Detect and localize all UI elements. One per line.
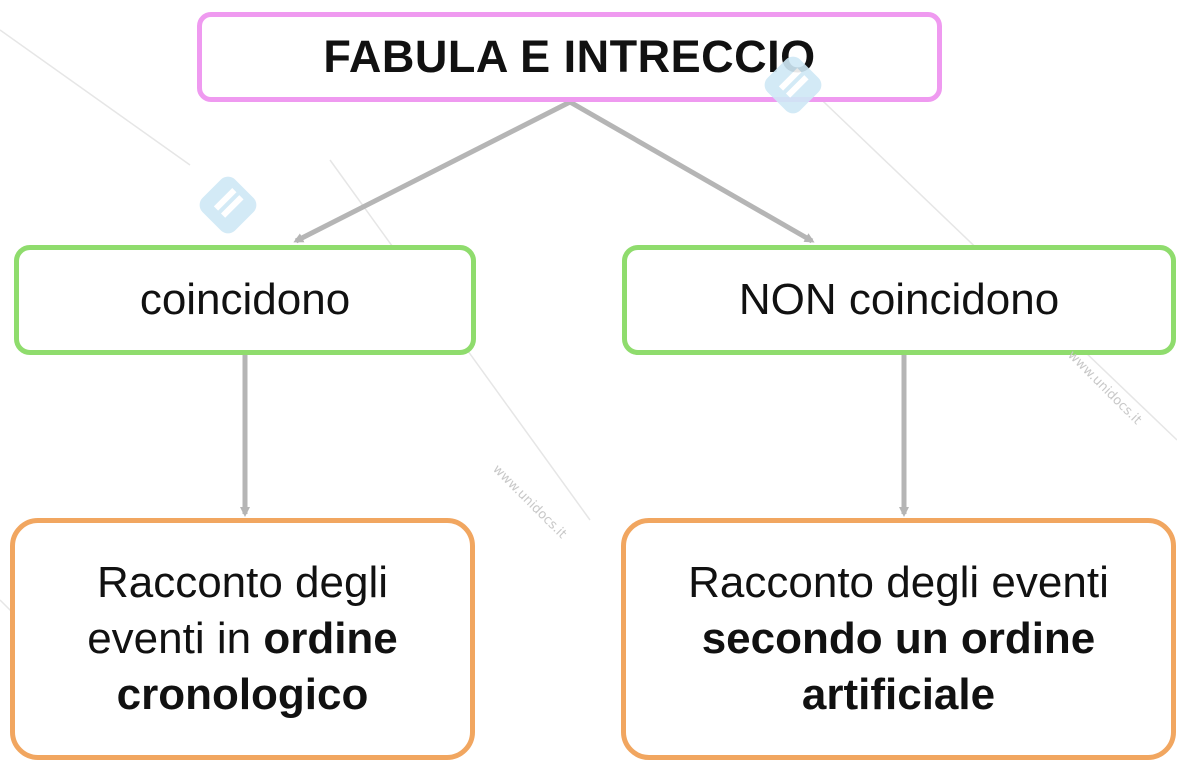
outcome-bold-text: ordine	[263, 614, 398, 663]
outcome-bold-line: artificiale	[801, 670, 996, 719]
coincidono-node: coincidono	[14, 245, 476, 355]
outcome-bold-line: cronologico	[116, 670, 369, 719]
non-coincidono-node: NON coincidono	[622, 245, 1176, 355]
outcome-plain-text: eventi in	[87, 614, 252, 663]
outcome-line: Racconto degli	[96, 558, 389, 607]
coincidono-label: coincidono	[139, 275, 351, 324]
non-coincidono-label: NON coincidono	[738, 275, 1060, 324]
arrow-title-to-non-coincidono	[568, 99, 815, 244]
title-node: FABULA E INTRECCIO	[197, 12, 942, 102]
ordine-artificiale-node: Racconto degli eventi secondo un ordine …	[621, 518, 1176, 760]
title-text: FABULA E INTRECCIO	[323, 31, 816, 82]
arrow-title-to-coincidono	[293, 99, 572, 244]
outcome-bold-line: secondo un ordine	[701, 614, 1096, 663]
ordine-cronologico-node: Racconto degli eventi in ordine cronolog…	[10, 518, 475, 760]
outcome-line: Racconto degli eventi	[688, 558, 1109, 607]
outcome-line: eventi in ordine	[87, 611, 398, 667]
